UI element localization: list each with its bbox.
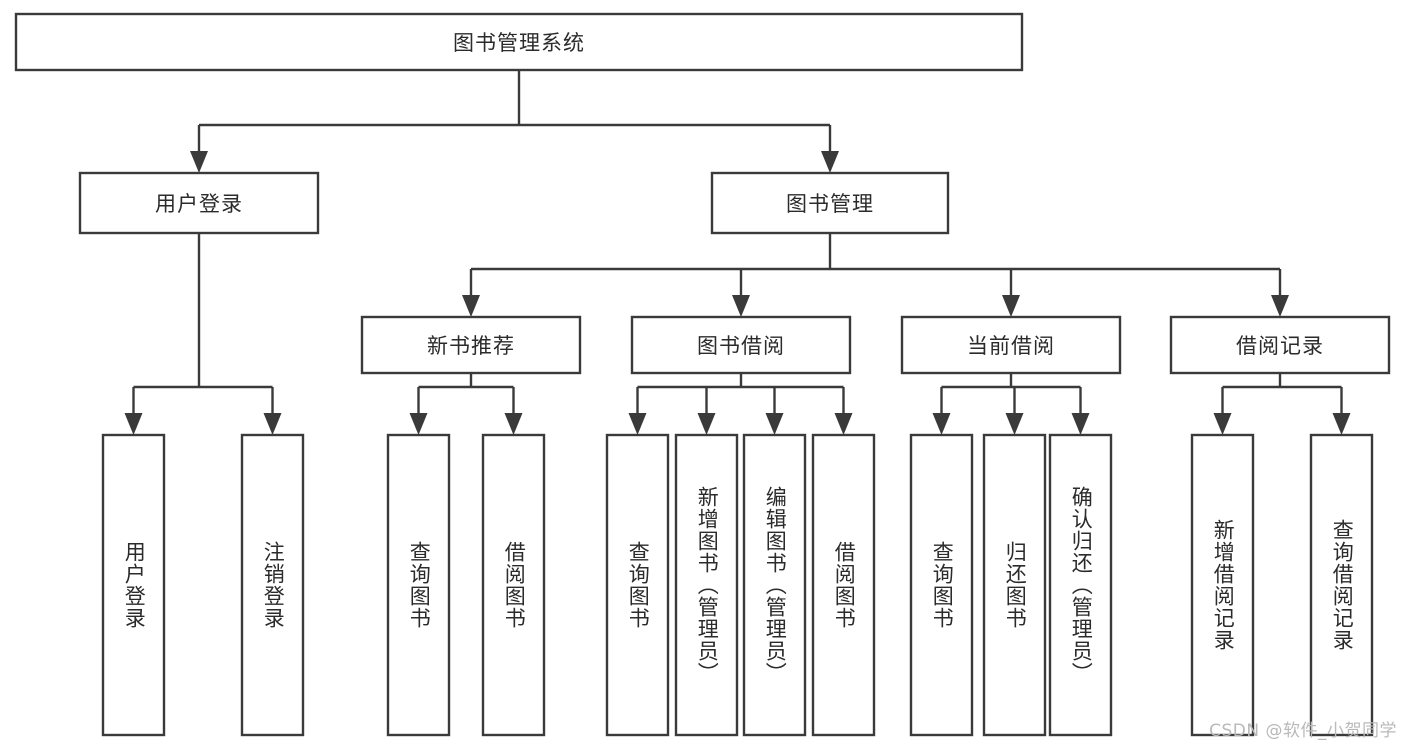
arrow-head-icon [932,413,951,435]
node-box-book-borrow[interactable] [630,315,852,375]
node-box-layer [14,12,1391,737]
arrow-head-icon [834,413,853,435]
node-box-root[interactable] [14,12,1024,72]
arrow-head-icon [1332,413,1351,435]
arrow-head-icon [409,413,428,435]
node-box-borrow-record[interactable] [1169,315,1391,375]
arrow-head-icon [263,413,282,435]
arrow-head-icon [1005,413,1024,435]
node-box-leaf-query-book-borrow[interactable] [605,433,670,737]
arrow-head-icon [1071,413,1090,435]
arrow-head-icon [821,151,839,173]
arrow-head-icon [732,295,750,317]
node-box-leaf-borrow-book-rec[interactable] [481,433,546,737]
connector-layer [124,70,1351,435]
node-box-leaf-return-book[interactable] [982,433,1047,737]
arrow-head-icon [628,413,647,435]
arrow-head-icon [1271,295,1289,317]
node-box-leaf-user-logout[interactable] [240,433,305,737]
arrow-head-icon [190,151,208,173]
arrow-head-icon [504,413,523,435]
node-box-leaf-query-record[interactable] [1309,433,1374,737]
arrow-head-icon [1213,413,1232,435]
node-box-leaf-query-book-rec[interactable] [386,433,451,737]
node-box-leaf-user-login[interactable] [101,433,166,737]
node-box-current-borrow[interactable] [900,315,1122,375]
node-box-new-book-recommend[interactable] [360,315,582,375]
node-box-book-manage[interactable] [710,171,950,235]
node-box-leaf-borrow-book[interactable] [811,433,876,737]
node-box-leaf-add-record[interactable] [1190,433,1255,737]
node-box-leaf-query-book-current[interactable] [909,433,974,737]
arrow-head-icon [1002,295,1020,317]
arrow-head-icon [765,413,784,435]
node-box-user-login[interactable] [78,171,320,235]
node-box-leaf-add-book[interactable] [674,433,739,737]
arrow-head-icon [697,413,716,435]
arrow-head-icon [462,295,480,317]
node-box-leaf-confirm-return[interactable] [1048,433,1113,737]
arrow-head-icon [124,413,143,435]
node-box-leaf-edit-book[interactable] [742,433,807,737]
csdn-watermark: CSDN @软件_小贺同学 [1209,721,1397,741]
